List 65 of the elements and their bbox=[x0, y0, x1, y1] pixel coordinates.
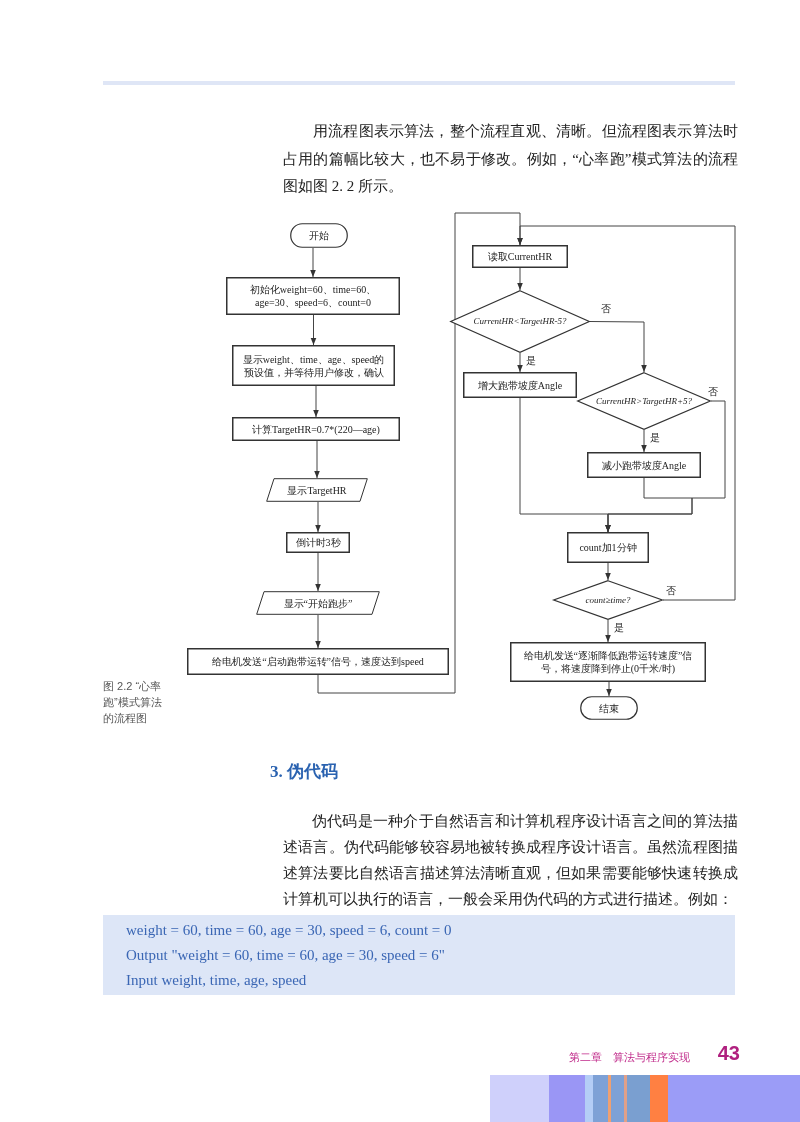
node-text: 减小跑带坡度Angle bbox=[601, 458, 687, 472]
node-text: 读取CurrentHR bbox=[487, 250, 553, 263]
edge-label: 是 bbox=[613, 622, 625, 633]
code-line: Input weight, time, age, speed bbox=[126, 971, 308, 990]
arrow bbox=[313, 385, 319, 418]
arrow bbox=[517, 225, 736, 601]
arrow bbox=[315, 501, 321, 533]
process-box bbox=[472, 245, 568, 268]
figure-caption: 图 2.2 “心率跑”模式算法的流程图 bbox=[103, 679, 163, 726]
edge-label: 否 bbox=[707, 386, 719, 397]
arrow bbox=[605, 562, 611, 581]
edge-label: 是 bbox=[649, 432, 661, 443]
arrow bbox=[315, 552, 321, 592]
node-text: 给电机发送“逐渐降低跑带运转速度”信号，将速度降到停止(0千米/时) bbox=[522, 649, 694, 675]
arrow bbox=[317, 212, 523, 694]
arrow bbox=[310, 314, 317, 346]
terminal-box bbox=[290, 223, 348, 248]
arrow bbox=[517, 267, 523, 291]
node-text: count加1分钟 bbox=[579, 541, 637, 554]
arrow bbox=[589, 321, 647, 373]
node-text: 计算TargetHR=0.7*(220—age) bbox=[252, 422, 380, 436]
body-paragraph2: 伪代码是一种介于自然语言和计算机程序设计语言之间的算法描述语言。伪代码能够较容易地被转换成程序设计语言。虽然流程图描述算法要比自然语言描述算法清晰直观，但如果需要能够快速转换成计算机可以执行的语言，一般会采用伪代码的方式进行描述。例如： bbox=[283, 812, 738, 909]
node-text: 结束 bbox=[599, 701, 619, 715]
node-text: 增大跑带坡度Angle bbox=[477, 378, 563, 392]
process-box bbox=[226, 277, 400, 315]
process-box bbox=[286, 532, 350, 553]
process-box bbox=[567, 532, 649, 563]
arrow bbox=[314, 440, 320, 479]
process-box bbox=[587, 452, 701, 478]
node-text: 开始 bbox=[309, 229, 329, 242]
code-line: weight = 60, time = 60, age = 30, speed = 6, count = 0 bbox=[126, 921, 453, 940]
process-box bbox=[510, 642, 706, 682]
node-text: 倒计时3秒 bbox=[295, 536, 341, 549]
chapter-footer: 第二章 算法与程序实现 bbox=[520, 1050, 690, 1065]
arrow bbox=[517, 352, 523, 373]
node-text: CurrentHR<TargetHR-5? bbox=[473, 315, 567, 328]
node-text: 显示weight、time、age、speed的预设值，并等待用户修改，确认 bbox=[241, 352, 386, 379]
edge-label: 是 bbox=[525, 355, 537, 366]
process-box bbox=[232, 417, 400, 441]
process-box bbox=[463, 372, 577, 398]
node-text: count≥time? bbox=[585, 593, 631, 607]
io-parallelogram bbox=[256, 591, 380, 615]
node-text: CurrentHR>TargetHR+5? bbox=[595, 394, 693, 408]
io-parallelogram bbox=[266, 478, 368, 502]
page-number: 43 bbox=[716, 1042, 740, 1065]
edge-label: 否 bbox=[600, 303, 612, 314]
node-text: 初始化weight=60、time=60、age=30、speed=6、count=0 bbox=[248, 283, 378, 309]
code-line: Output "weight = 60, time = 60, age = 30, speed = 6" bbox=[126, 946, 446, 965]
decision-diamond bbox=[553, 580, 663, 620]
process-box bbox=[187, 648, 449, 675]
node-text: 给电机发送“启动跑带运转”信号，速度达到speed bbox=[212, 655, 424, 668]
node-text: 显示“开始跑步” bbox=[283, 596, 353, 610]
edge-label: 否 bbox=[665, 585, 677, 596]
arrow bbox=[605, 477, 693, 533]
arrow bbox=[606, 681, 612, 697]
arrow bbox=[605, 619, 611, 643]
arrow bbox=[641, 429, 647, 453]
terminal-box bbox=[580, 696, 638, 720]
arrow bbox=[310, 247, 316, 278]
arrow bbox=[315, 614, 321, 649]
body-paragraph: 用流程图表示算法，整个流程直观、清晰。但流程图表示算法时占用的篇幅比较大，也不易于修改。例如，“心率跑”模式算法的流程图如图 2. 2 所示。 bbox=[283, 122, 738, 196]
decision-diamond bbox=[450, 290, 590, 353]
section-heading: 3. 伪代码 bbox=[270, 761, 339, 783]
node-text: 显示TargetHR bbox=[287, 483, 347, 497]
process-box bbox=[232, 345, 395, 386]
